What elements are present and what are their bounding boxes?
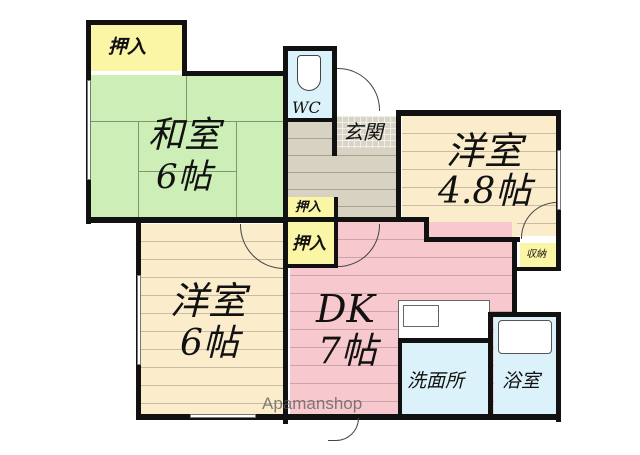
sink-icon (403, 305, 439, 327)
senmenjo-room (402, 342, 488, 414)
oshiire-hall-label: 押入 (295, 200, 322, 215)
yoshitsu-6-size: 6帖 (180, 323, 239, 364)
bathtub-icon (498, 320, 552, 354)
genkan-area (336, 116, 398, 148)
toilet-icon (297, 55, 321, 91)
wc-label: WC (292, 98, 321, 117)
oshiire-top-closet (90, 24, 182, 71)
watermark: Apamanshop (262, 394, 363, 413)
window-yoshitsu48-right (557, 150, 561, 210)
shuno-closet (520, 243, 556, 267)
oshiire-hall-closet (288, 197, 334, 219)
dk-size: 7帖 (318, 331, 377, 372)
oshiire-top-label: 押入 (108, 36, 147, 58)
front-door-swing (328, 418, 359, 441)
yoshitsu-48-size: 4.8帖 (438, 171, 532, 212)
dk-label: DK (316, 287, 375, 331)
senmenjo-label: 洗面所 (407, 370, 465, 392)
washitsu-size: 6帖 (156, 157, 212, 197)
washitsu-label: 和室 (148, 115, 221, 156)
window-yoshitsu6-bottom (190, 414, 256, 418)
yoshitsu-6-label: 洋室 (170, 279, 247, 323)
yokushitsu-label: 浴室 (502, 370, 541, 392)
oshiire-dk-closet (288, 222, 334, 266)
window-yoshitsu6-left (137, 275, 141, 365)
entry-door-swing (337, 68, 380, 111)
genkan-label: 玄関 (343, 120, 383, 144)
oshiire-dk-label: 押入 (292, 234, 326, 254)
yoshitsu-48-label: 洋室 (446, 129, 523, 173)
shuno-label: 収納 (526, 249, 546, 260)
window-washitsu-left (87, 80, 91, 180)
